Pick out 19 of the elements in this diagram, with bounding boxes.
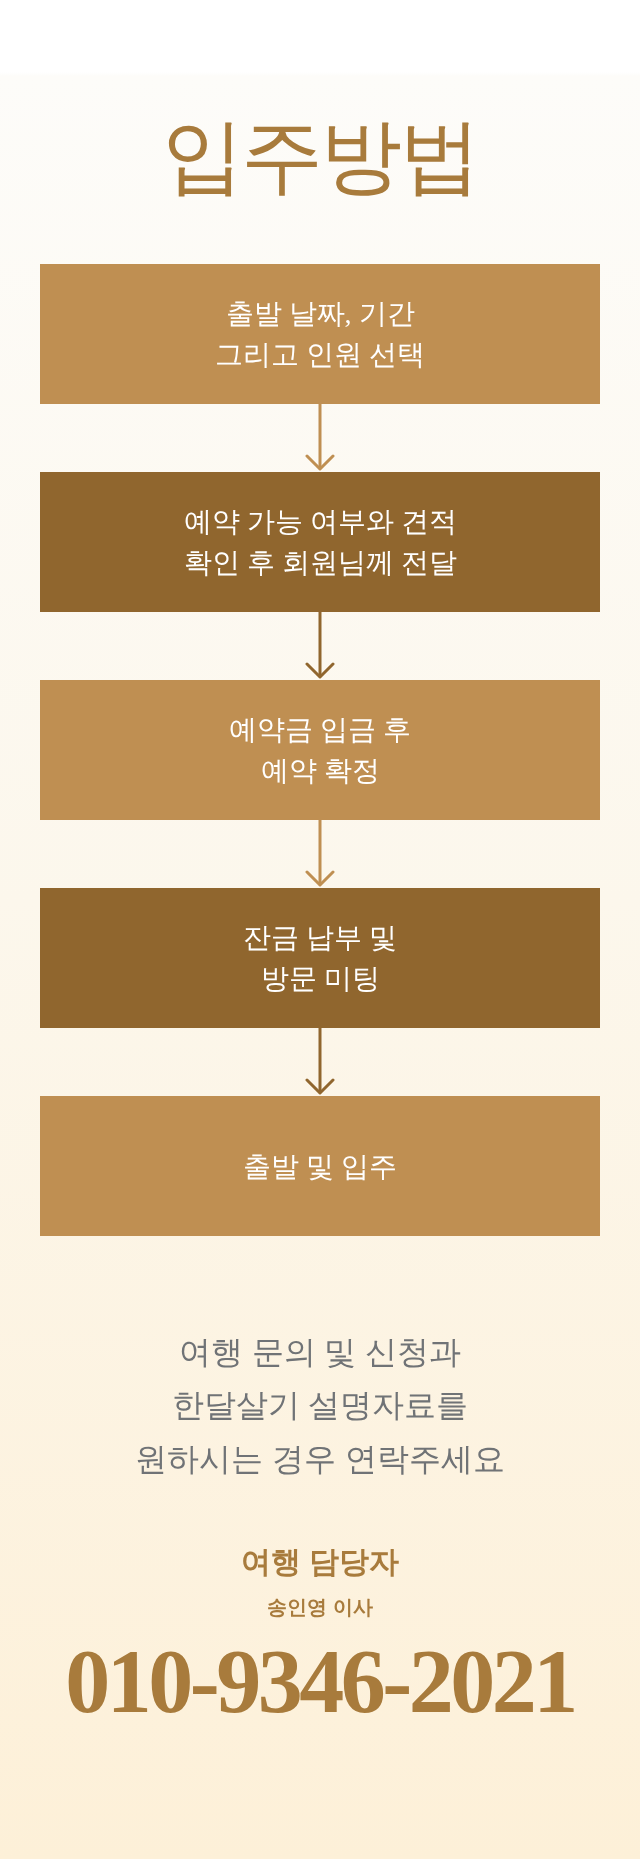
step-box <box>40 1096 600 1236</box>
contact-name: 송인영 이사 <box>266 1595 374 1620</box>
contact-heading: 여행 담당자 <box>239 1544 401 1580</box>
step-box <box>40 472 600 612</box>
page-title: 입주방법 <box>161 110 479 204</box>
arrow <box>305 404 335 471</box>
arrow <box>305 1028 335 1095</box>
arrow <box>305 612 335 679</box>
contact-note: 여행 문의 및 신청과 한달살기 설명자료를 원하시는 경우 연락주세요 <box>134 1332 506 1479</box>
step-text: 출발 날짜, 기간 그리고 인원 선택 <box>214 297 426 372</box>
step-box <box>40 264 600 404</box>
step-text: 잔금 납부 및 방문 미팅 <box>242 921 398 996</box>
step-text: 예약 가능 여부와 견적 확인 후 회원님께 전달 <box>182 505 458 580</box>
phone-number: 010-9346-2021 <box>64 1634 576 1730</box>
step-box <box>40 888 600 1028</box>
step-text: 예약금 입금 후 예약 확정 <box>228 713 412 788</box>
step-box <box>40 680 600 820</box>
step-text: 출발 및 입주 <box>242 1149 398 1184</box>
arrow <box>305 820 335 887</box>
